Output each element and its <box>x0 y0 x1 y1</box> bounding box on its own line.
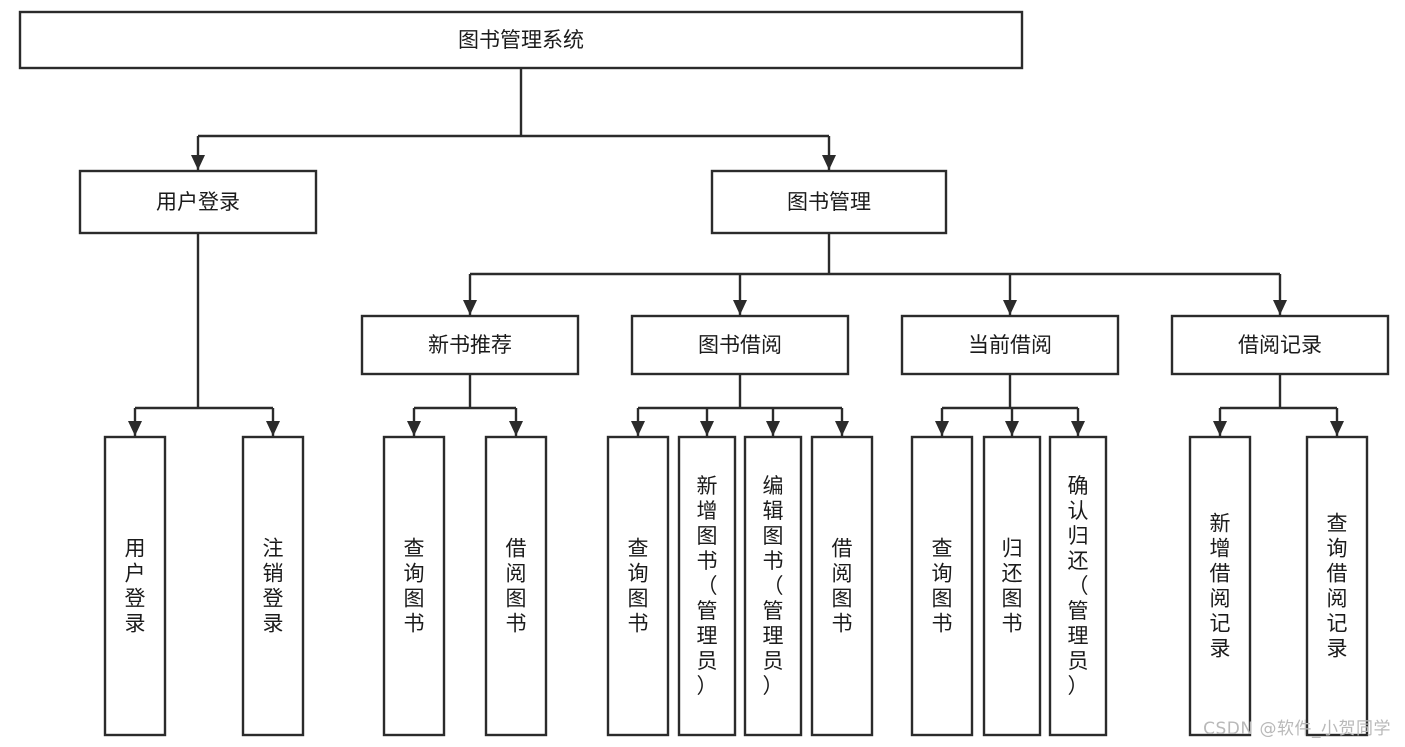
node-leaf-user-login-label: 用户登录 <box>125 537 146 636</box>
arrow-head-icon <box>1003 300 1017 315</box>
node-leaf-borrow-book-rec-box[interactable] <box>484 435 548 737</box>
arrow-head-icon <box>700 421 714 436</box>
arrow-head-icon <box>1213 421 1227 436</box>
arrow-head-icon <box>266 421 280 436</box>
node-root-box[interactable] <box>18 10 1024 70</box>
node-leaf-confirm-return-label: 确认归还（管理员） <box>1068 474 1089 698</box>
arrow-head-icon <box>463 300 477 315</box>
node-book-borrow-label: 图书借阅 <box>698 333 782 357</box>
arrow-head-icon <box>822 155 836 170</box>
arrow-head-icon <box>766 421 780 436</box>
node-leaf-confirm-return-box[interactable] <box>1048 435 1108 737</box>
node-leaf-query-book-cur-box[interactable] <box>910 435 974 737</box>
node-leaf-add-book-box[interactable] <box>677 435 737 737</box>
node-leaf-borrow-book[interactable]: 借阅图书 <box>810 435 874 737</box>
node-book-borrow-box[interactable] <box>630 314 850 376</box>
node-leaf-add-record[interactable]: 新增借阅记录 <box>1188 435 1252 737</box>
node-current-borrow-box[interactable] <box>900 314 1120 376</box>
node-leaf-query-book-cur-label: 查询图书 <box>932 537 953 636</box>
node-borrow-record[interactable]: 借阅记录 <box>1170 314 1390 376</box>
arrow-head-icon <box>509 421 523 436</box>
node-leaf-query-book-borrow[interactable]: 查询图书 <box>606 435 670 737</box>
arrow-head-icon <box>935 421 949 436</box>
node-leaf-user-login[interactable]: 用户登录 <box>103 435 167 737</box>
node-leaf-user-login-box[interactable] <box>103 435 167 737</box>
node-leaf-add-record-label: 新增借阅记录 <box>1210 512 1231 661</box>
node-leaf-borrow-book-label: 借阅图书 <box>832 537 853 636</box>
node-new-book-rec-label: 新书推荐 <box>428 333 512 357</box>
node-borrow-record-label: 借阅记录 <box>1238 333 1322 357</box>
node-borrow-record-box[interactable] <box>1170 314 1390 376</box>
node-leaf-query-book-borrow-label: 查询图书 <box>628 537 649 636</box>
node-leaf-logout[interactable]: 注销登录 <box>241 435 305 737</box>
node-leaf-query-book-rec[interactable]: 查询图书 <box>382 435 446 737</box>
arrow-head-icon <box>631 421 645 436</box>
node-leaf-add-book-label: 新增图书（管理员） <box>697 474 718 698</box>
node-leaf-edit-book[interactable]: 编辑图书（管理员） <box>743 435 803 737</box>
node-leaf-edit-book-box[interactable] <box>743 435 803 737</box>
node-leaf-logout-label: 注销登录 <box>263 537 284 636</box>
node-boxes-layer: 图书管理系统用户登录图书管理新书推荐图书借阅当前借阅借阅记录用户登录注销登录查询… <box>18 10 1390 737</box>
node-leaf-query-record-box[interactable] <box>1305 435 1369 737</box>
node-book-manage-box[interactable] <box>710 169 948 235</box>
node-leaf-borrow-book-rec-label: 借阅图书 <box>506 537 527 636</box>
node-root-label: 图书管理系统 <box>458 28 584 52</box>
node-leaf-return-book-label: 归还图书 <box>1002 537 1023 636</box>
node-leaf-confirm-return[interactable]: 确认归还（管理员） <box>1048 435 1108 737</box>
node-root[interactable]: 图书管理系统 <box>18 10 1024 70</box>
node-leaf-query-record-label: 查询借阅记录 <box>1327 512 1348 661</box>
node-book-borrow[interactable]: 图书借阅 <box>630 314 850 376</box>
arrow-head-icon <box>128 421 142 436</box>
node-leaf-borrow-book-box[interactable] <box>810 435 874 737</box>
node-leaf-add-book[interactable]: 新增图书（管理员） <box>677 435 737 737</box>
node-current-borrow[interactable]: 当前借阅 <box>900 314 1120 376</box>
arrow-head-icon <box>1330 421 1344 436</box>
node-new-book-rec[interactable]: 新书推荐 <box>360 314 580 376</box>
node-leaf-logout-box[interactable] <box>241 435 305 737</box>
node-new-book-rec-box[interactable] <box>360 314 580 376</box>
node-leaf-query-book-borrow-box[interactable] <box>606 435 670 737</box>
node-leaf-query-book-cur[interactable]: 查询图书 <box>910 435 974 737</box>
arrow-head-icon <box>1273 300 1287 315</box>
arrow-head-icon <box>733 300 747 315</box>
node-leaf-add-record-box[interactable] <box>1188 435 1252 737</box>
node-leaf-query-book-rec-box[interactable] <box>382 435 446 737</box>
csdn-watermark: CSDN @软件_小贺同学 <box>1203 719 1391 739</box>
node-leaf-query-record[interactable]: 查询借阅记录 <box>1305 435 1369 737</box>
node-leaf-edit-book-label: 编辑图书（管理员） <box>763 474 784 698</box>
arrow-head-icon <box>407 421 421 436</box>
node-leaf-borrow-book-rec[interactable]: 借阅图书 <box>484 435 548 737</box>
node-current-borrow-label: 当前借阅 <box>968 333 1052 357</box>
arrow-head-icon <box>1071 421 1085 436</box>
node-leaf-return-book[interactable]: 归还图书 <box>982 435 1042 737</box>
connector-edges-layer <box>128 68 1344 436</box>
arrow-head-icon <box>1005 421 1019 436</box>
node-user-login-label: 用户登录 <box>156 190 240 214</box>
node-book-manage[interactable]: 图书管理 <box>710 169 948 235</box>
node-leaf-return-book-box[interactable] <box>982 435 1042 737</box>
arrow-head-icon <box>191 155 205 170</box>
arrow-head-icon <box>835 421 849 436</box>
node-leaf-query-book-rec-label: 查询图书 <box>404 537 425 636</box>
node-book-manage-label: 图书管理 <box>787 190 871 214</box>
node-user-login-box[interactable] <box>78 169 318 235</box>
node-user-login[interactable]: 用户登录 <box>78 169 318 235</box>
